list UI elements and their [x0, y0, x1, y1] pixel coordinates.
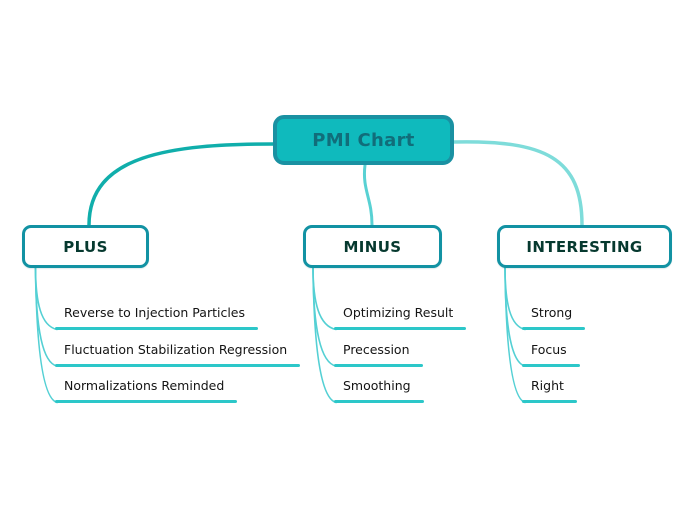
leaf-node-plus-1[interactable]: Reverse to Injection Particles: [55, 305, 258, 330]
leaf-node-minus-2[interactable]: Precession: [334, 342, 423, 367]
leaf-node-minus-1[interactable]: Optimizing Result: [334, 305, 467, 330]
leaf-node-interesting-2[interactable]: Focus: [522, 342, 580, 367]
leaf-node-plus-3[interactable]: Normalizations Reminded: [55, 378, 238, 403]
leaf-underline: [55, 364, 301, 367]
leaf-node-minus-3[interactable]: Smoothing: [334, 378, 424, 403]
leaf-underline: [522, 327, 586, 330]
leaf-label: Normalizations Reminded: [64, 378, 225, 393]
leaf-label: Optimizing Result: [343, 305, 454, 320]
branch-node-plus[interactable]: PLUS: [22, 225, 149, 268]
root-node-pmi-chart[interactable]: PMI Chart: [273, 115, 454, 165]
leaf-underline: [522, 400, 577, 403]
connector-plus-child-2: [34, 265, 58, 367]
leaf-label: Reverse to Injection Particles: [64, 305, 245, 320]
connector-root-minus: [362, 163, 374, 227]
leaf-node-interesting-1[interactable]: Strong: [522, 305, 586, 330]
leaf-label: Focus: [531, 342, 567, 357]
branch-node-label: PLUS: [63, 237, 108, 256]
leaf-node-plus-2[interactable]: Fluctuation Stabilization Regression: [55, 342, 301, 367]
leaf-label: Precession: [343, 342, 410, 357]
connector-interesting-child-3: [504, 265, 526, 404]
connector-root-interesting: [452, 140, 584, 227]
branch-node-minus[interactable]: MINUS: [303, 225, 442, 268]
leaf-underline: [55, 327, 258, 330]
connector-minus-child-1: [312, 265, 337, 331]
branch-node-interesting[interactable]: INTERESTING: [497, 225, 672, 268]
leaf-underline: [334, 400, 424, 403]
connector-plus-child-1: [34, 265, 58, 331]
leaf-node-interesting-3[interactable]: Right: [522, 378, 577, 403]
leaf-label: Smoothing: [343, 378, 411, 393]
branch-node-label: MINUS: [343, 237, 402, 256]
leaf-underline: [334, 364, 423, 367]
leaf-label: Right: [531, 378, 564, 393]
connector-root-plus: [87, 142, 276, 227]
connector-minus-child-2: [312, 265, 337, 367]
branch-node-label: INTERESTING: [526, 237, 643, 256]
connector-minus-child-3: [312, 265, 337, 404]
connector-plus-child-3: [34, 265, 58, 404]
leaf-underline: [522, 364, 580, 367]
leaf-label: Fluctuation Stabilization Regression: [64, 342, 288, 357]
leaf-label: Strong: [531, 305, 573, 320]
root-node-label: PMI Chart: [312, 129, 415, 151]
leaf-underline: [334, 327, 467, 330]
leaf-underline: [55, 400, 238, 403]
